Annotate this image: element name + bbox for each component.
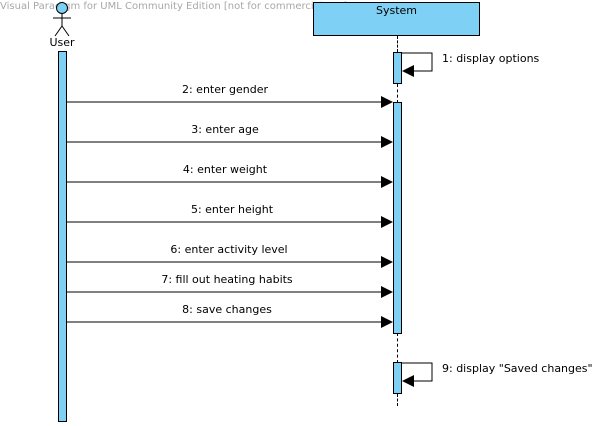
system-activation-bar	[393, 52, 402, 84]
system-lifeline	[397, 333, 398, 363]
message-2-label: 2: enter gender	[181, 83, 269, 96]
message-4-arrow	[67, 176, 393, 188]
message-6-arrow	[67, 256, 393, 268]
message-7-arrow	[67, 286, 393, 298]
message-9-arrow	[402, 362, 433, 387]
message-7-label: 7: fill out heating habits	[161, 273, 293, 286]
message-3-arrow	[67, 136, 393, 148]
message-6-label: 6: enter activity level	[170, 243, 288, 256]
message-8-arrow	[67, 316, 393, 328]
system-lifeline	[397, 394, 398, 406]
message-5-arrow	[67, 216, 393, 228]
user-actor-icon	[53, 2, 71, 37]
user-lifeline-label: User	[49, 36, 75, 49]
system-activation-bar	[393, 362, 402, 394]
user-activation-bar	[58, 51, 67, 422]
system-lifeline	[397, 36, 398, 52]
system-lifeline	[397, 84, 398, 103]
message-8-label: 8: save changes	[182, 303, 272, 316]
message-4-label: 4: enter weight	[182, 163, 268, 176]
message-5-label: 5: enter height	[190, 203, 274, 216]
message-9-label: 9: display "Saved changes"	[442, 362, 593, 375]
message-2-arrow	[67, 96, 393, 108]
system-lifeline-label: System	[375, 4, 418, 17]
message-1-arrow	[402, 52, 433, 77]
message-1-label: 1: display options	[442, 52, 540, 65]
system-activation-bar	[393, 102, 402, 334]
message-3-label: 3: enter age	[191, 123, 259, 136]
system-lifeline-head: System	[313, 2, 480, 36]
